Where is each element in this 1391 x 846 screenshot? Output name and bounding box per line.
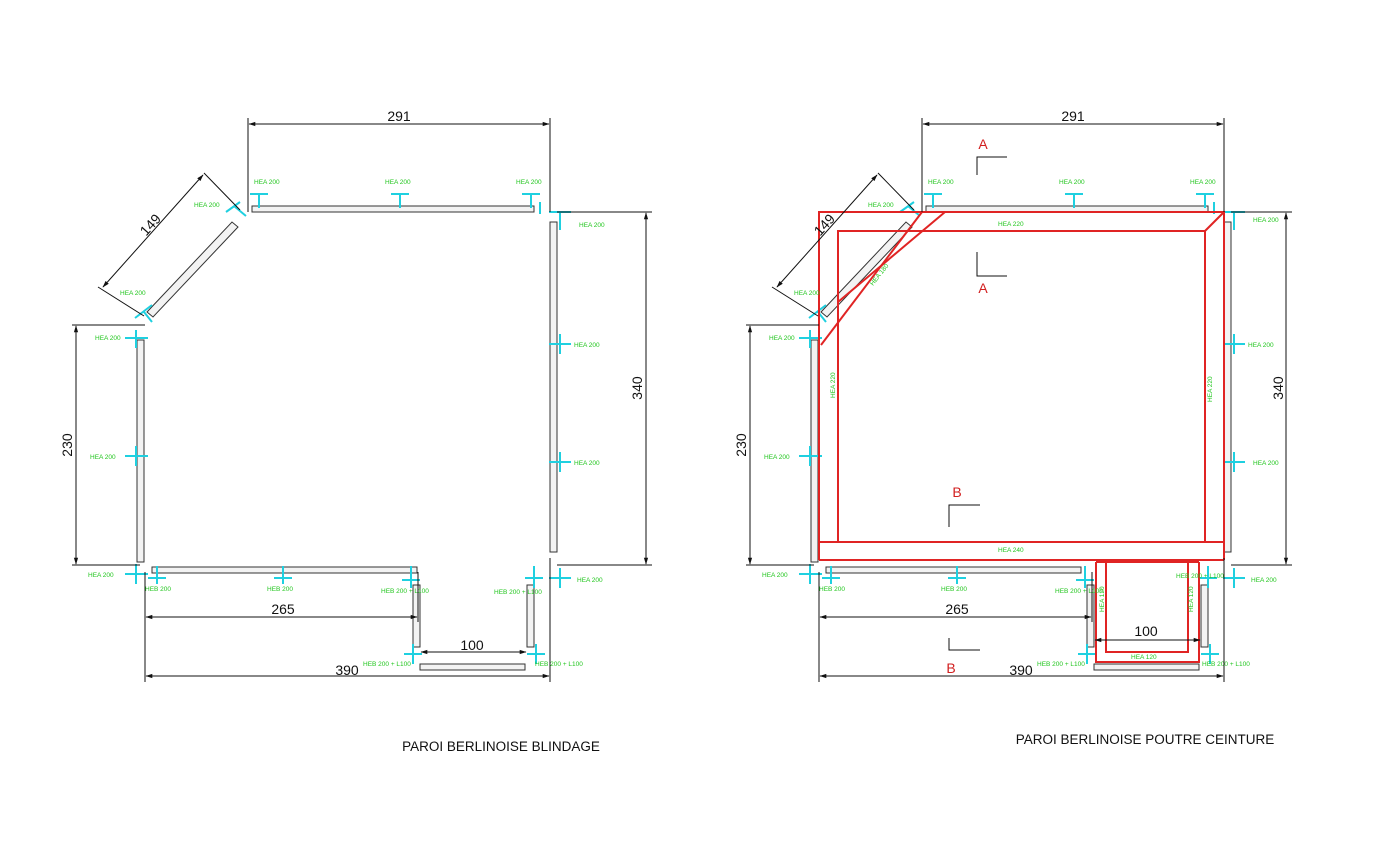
dim-diagonal: 149 <box>137 210 165 238</box>
dimension-values: 291 149 340 230 265 390 100 <box>59 108 645 678</box>
dim-inner: 265 <box>271 601 295 617</box>
profile-label: HEA 200 <box>385 179 411 186</box>
dim-pit: 100 <box>1134 623 1158 639</box>
profile-label: HEB 200 <box>941 586 967 593</box>
profile-label: HEA 200 <box>574 342 600 349</box>
profile-label: HEB 200 + L100 <box>1037 661 1085 668</box>
profile-label: HEB 200 <box>145 586 171 593</box>
profile-label: HEA 200 <box>88 572 114 579</box>
dimension-lines <box>746 118 1292 682</box>
dim-left: 230 <box>733 433 749 457</box>
profile-label: HEA 200 <box>194 202 220 209</box>
section-label: A <box>978 136 988 152</box>
dim-left: 230 <box>59 433 75 457</box>
profile-label: HEA 200 <box>762 572 788 579</box>
profile-label: HEB 200 + L100 <box>381 588 429 595</box>
dim-diagonal: 149 <box>811 210 839 238</box>
dim-top: 291 <box>1061 108 1085 124</box>
dim-top: 291 <box>387 108 411 124</box>
beam-label: HEA 220 <box>998 221 1024 228</box>
profile-label: HEA 200 <box>579 222 605 229</box>
profile-label: HEA 200 <box>1253 217 1279 224</box>
profile-label: HEB 200 + L100 <box>363 661 411 668</box>
plan-title: PAROI BERLINOISE BLINDAGE <box>402 739 600 754</box>
beam-label: HEA 220 <box>1207 376 1214 402</box>
profile-label: HEA 200 <box>868 202 894 209</box>
dim-inner: 265 <box>945 601 969 617</box>
dim-bottom: 390 <box>1009 662 1033 678</box>
profile-label: HEA 200 <box>577 577 603 584</box>
profile-label: HEB 200 + L100 <box>1055 588 1103 595</box>
profile-label: HEA 200 <box>516 179 542 186</box>
dim-pit: 100 <box>460 637 484 653</box>
profile-label: HEB 200 + L100 <box>535 661 583 668</box>
plan-blindage: HEA 200 HEA 200 HEA 200 HEA 200 HEA 200 … <box>59 108 652 754</box>
section-label: B <box>946 660 955 676</box>
profile-label: HEB 200 + L100 <box>494 589 542 596</box>
profile-label: HEA 200 <box>764 454 790 461</box>
beam-label: HEA 120 <box>1099 586 1106 612</box>
beam-label: HEA 120 <box>1131 654 1157 661</box>
profile-label: HEA 200 <box>769 335 795 342</box>
plan-poutre-ceinture: HEA 220 HEA 180 HEA 220 HEA 220 HEA 240 … <box>733 108 1292 747</box>
beam-label: HEA 120 <box>1188 586 1195 612</box>
profile-label: HEA 200 <box>794 290 820 297</box>
profile-label: HEA 200 <box>90 454 116 461</box>
steel-profiles <box>125 193 571 664</box>
beam-labels: HEA 220 HEA 180 HEA 220 HEA 220 HEA 240 … <box>830 221 1214 661</box>
profile-label: HEB 200 <box>267 586 293 593</box>
dim-right: 340 <box>1270 376 1286 400</box>
dimension-lines <box>72 118 652 682</box>
profile-label: HEA 200 <box>1248 342 1274 349</box>
profile-label: HEB 200 <box>819 586 845 593</box>
section-label: B <box>952 484 961 500</box>
dim-bottom: 390 <box>335 662 359 678</box>
section-markers: A A B B <box>946 136 1007 676</box>
profile-label: HEA 200 <box>1059 179 1085 186</box>
profile-label: HEA 200 <box>1253 460 1279 467</box>
profile-label: HEA 200 <box>1251 577 1277 584</box>
profile-label: HEA 200 <box>254 179 280 186</box>
profile-label: HEA 200 <box>928 179 954 186</box>
profile-label: HEA 200 <box>1190 179 1216 186</box>
dim-right: 340 <box>629 376 645 400</box>
profile-labels: HEA 200 HEA 200 HEA 200 HEA 200 HEA 200 … <box>88 179 605 668</box>
section-label: A <box>978 280 988 296</box>
profile-label: HEA 200 <box>95 335 121 342</box>
profile-label: HEA 200 <box>574 460 600 467</box>
plan-title: PAROI BERLINOISE POUTRE CEINTURE <box>1016 732 1275 747</box>
profile-label: HEB 200 + L100 <box>1176 573 1224 580</box>
retaining-walls <box>136 205 558 671</box>
profile-labels: HEA 200 HEA 200 HEA 200 HEA 200 HEA 200 … <box>762 179 1279 668</box>
profile-label: HEA 200 <box>120 290 146 297</box>
profile-label: HEB 200 + L100 <box>1202 661 1250 668</box>
beam-label: HEA 220 <box>830 372 837 398</box>
beam-label: HEA 240 <box>998 547 1024 554</box>
